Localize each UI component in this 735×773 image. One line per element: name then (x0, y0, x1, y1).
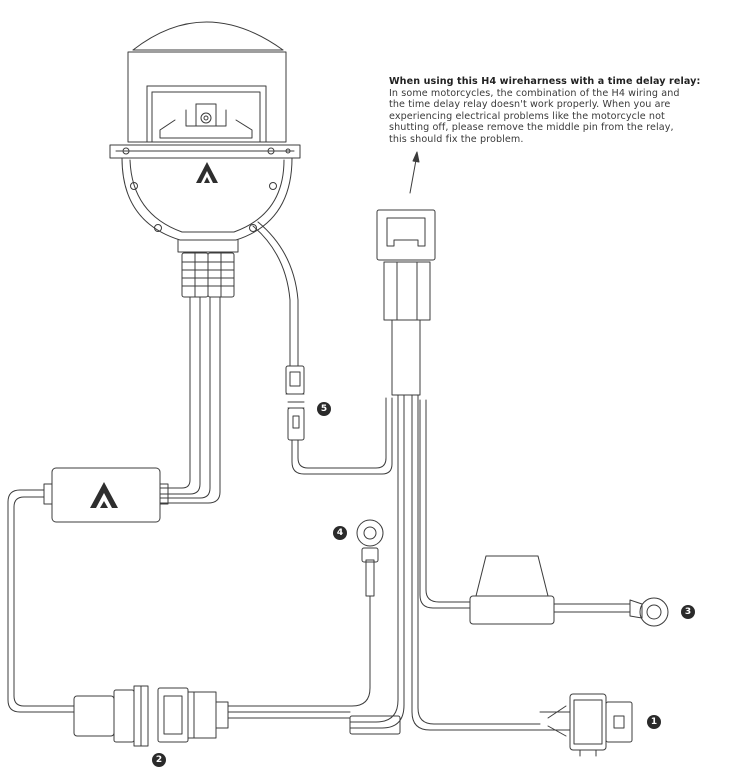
note-line: In some motorcycles, the combination of … (389, 87, 680, 99)
h4-socket-icon (157, 687, 351, 743)
harness-bundle (349, 715, 401, 735)
inline-relay-icon (469, 555, 669, 627)
callout-badge-3: 3 (681, 605, 695, 619)
note-arrow-icon (409, 151, 420, 194)
relay-wires (349, 394, 541, 731)
cable-gland-icon (181, 252, 235, 298)
note-line: the time delay relay doesn't work proper… (389, 99, 671, 111)
h4-output-connector-icon (539, 693, 633, 757)
projector-wires (159, 296, 221, 504)
note-title: When using this H4 wireharness with a ti… (389, 76, 701, 87)
note-line: this should fix the problem. (389, 133, 524, 145)
ground-wire-4 (227, 519, 384, 707)
relay-connector-icon (376, 209, 436, 396)
control-box-wire (7, 489, 75, 713)
note-line: shutting off, please remove the middle p… (389, 122, 674, 134)
callout-badge-5: 5 (317, 402, 331, 416)
callout-badge-2: 2 (152, 753, 166, 767)
note-line: experiencing electrical problems like th… (389, 110, 665, 122)
projector-side-wire (252, 221, 299, 367)
h4-plug-icon (73, 685, 149, 747)
callout-badge-4: 4 (333, 526, 347, 540)
brand-logo-icon (196, 162, 218, 183)
connector-5-icon (285, 365, 393, 475)
projector-headlight-icon (109, 21, 301, 253)
callout-badge-1: 1 (647, 715, 661, 729)
control-box-icon (43, 467, 169, 523)
relay-note: When using this H4 wireharness with a ti… (389, 76, 729, 146)
